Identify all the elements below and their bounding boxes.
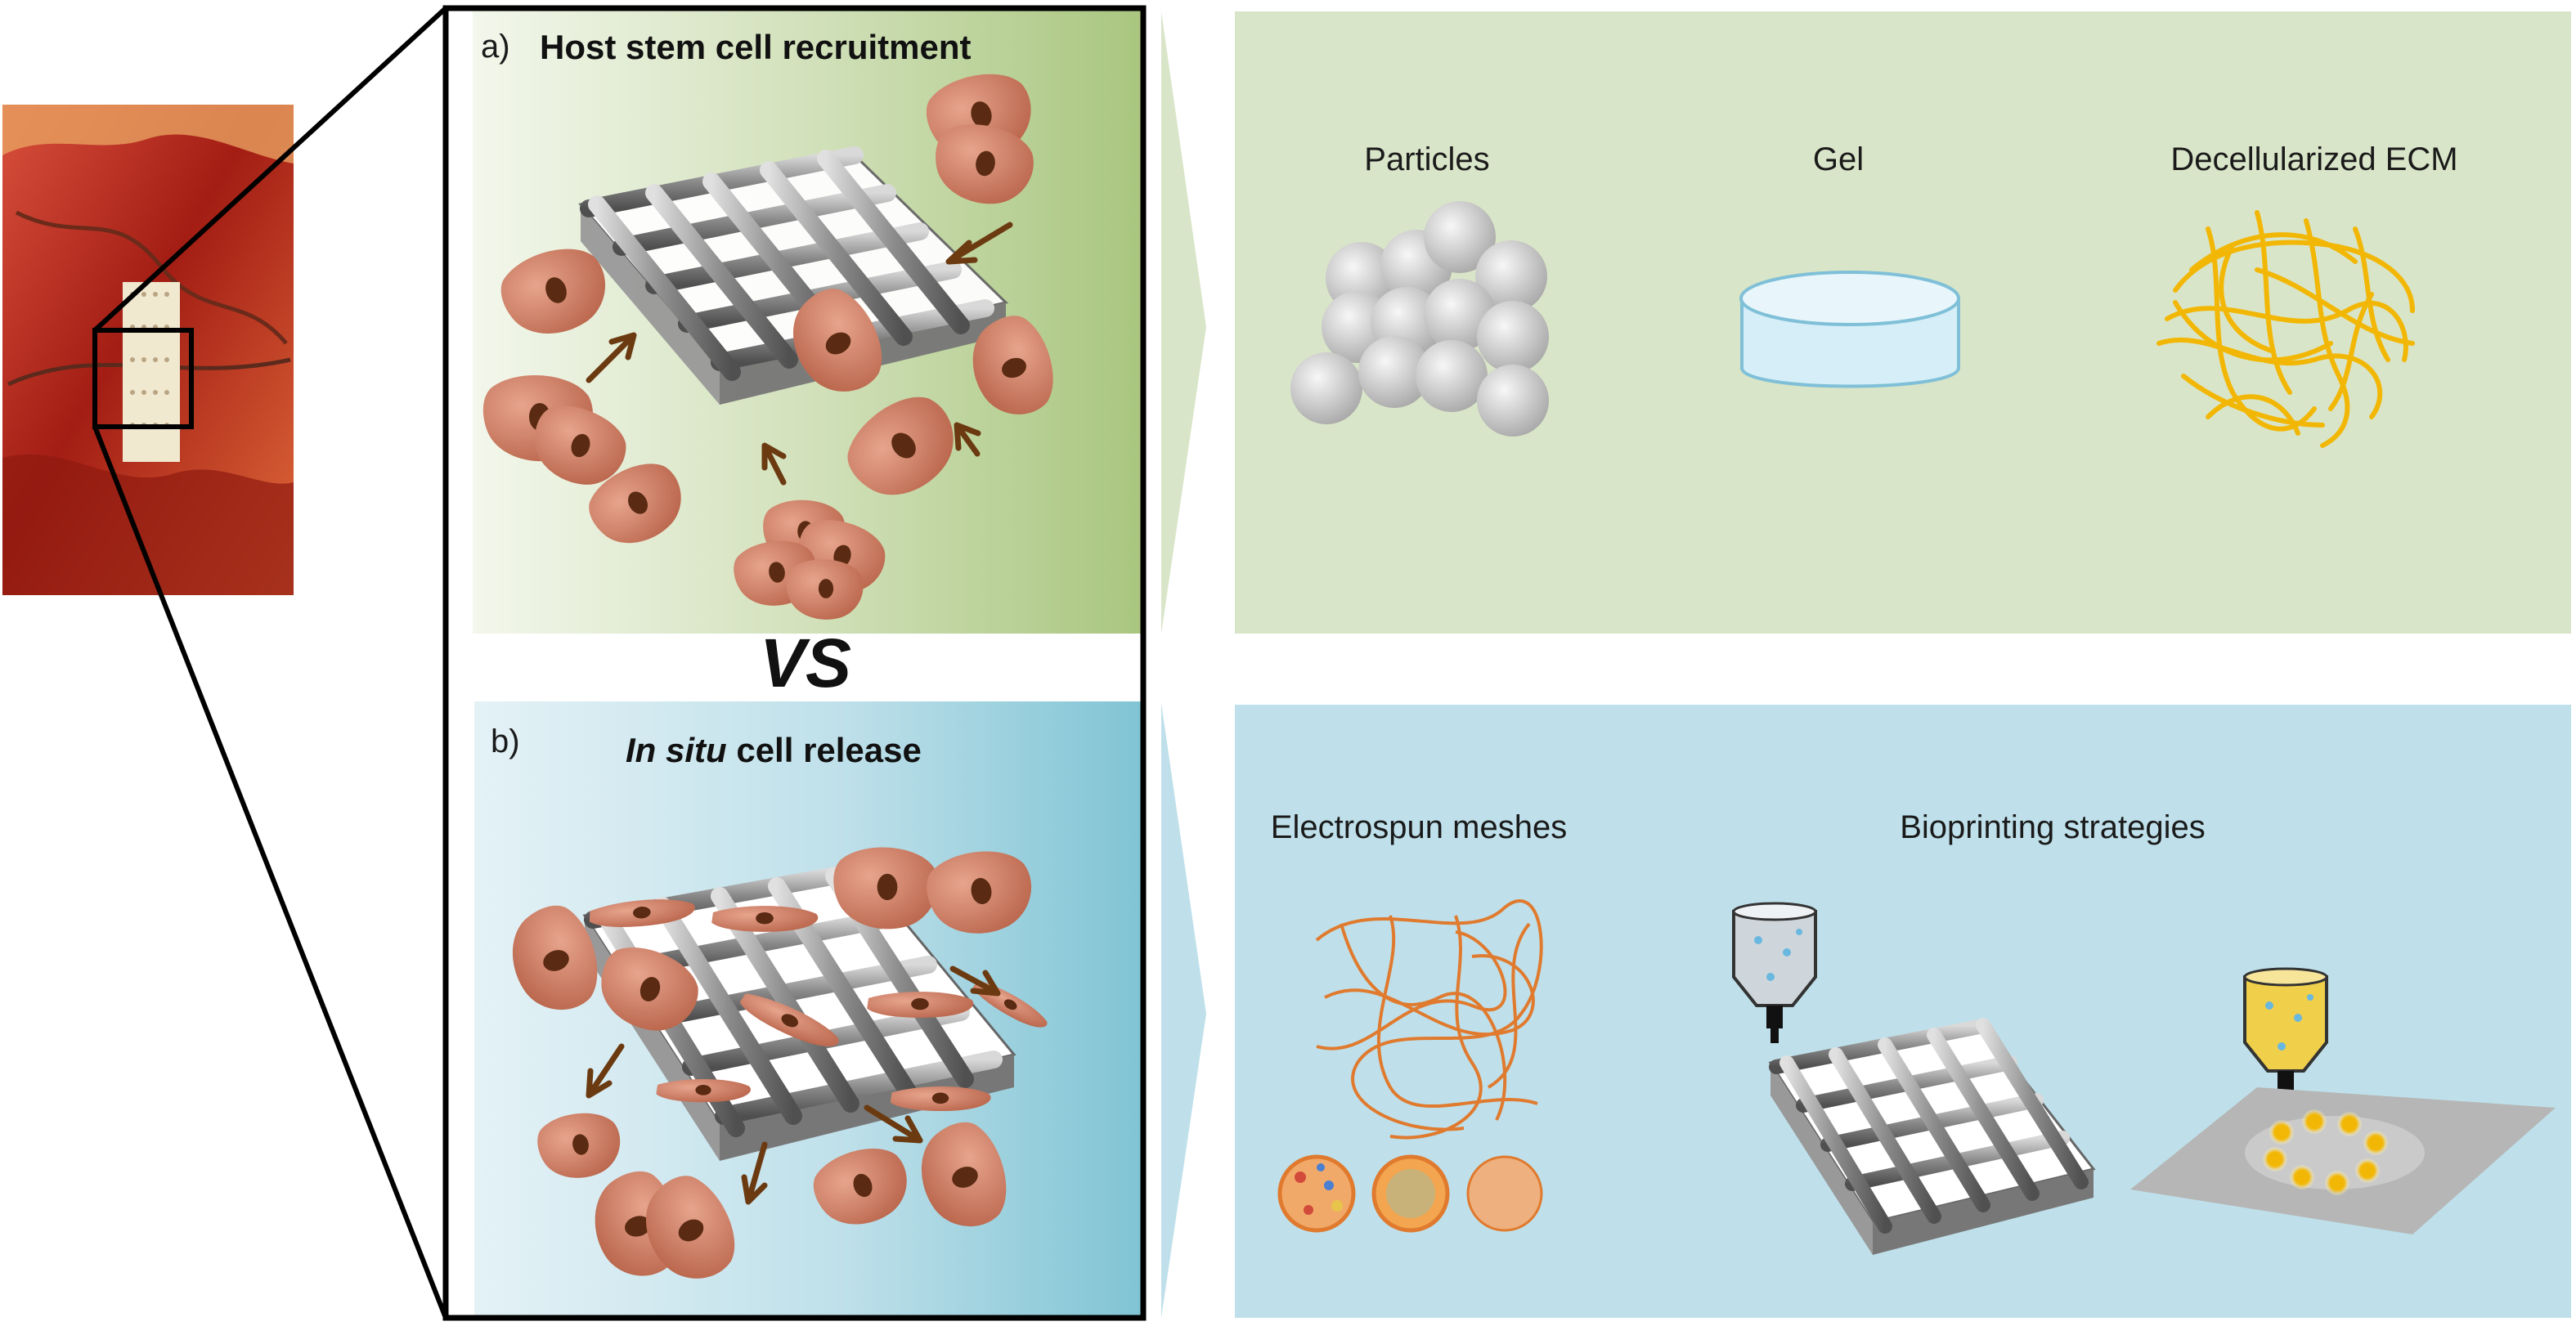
electrospun-mesh-icon [1315, 899, 1543, 1140]
versus-label: VS [760, 625, 851, 701]
scaffold-a [578, 146, 1009, 405]
panel-b-title: In situ cell release [626, 731, 922, 769]
panel-a: a) Host stem cell recruitment [473, 8, 2571, 634]
implant-scaffold [123, 282, 180, 462]
printed-scaffold [1768, 1018, 2096, 1255]
item-decellularized-ecm-label: Decellularized ECM [2170, 141, 2457, 177]
panel-a-letter: a) [481, 29, 510, 65]
item-bioprinting-strategies-label: Bioprinting strategies [1900, 809, 2206, 845]
gel-icon [1739, 271, 1960, 388]
decellularized-ecm-icon [2156, 210, 2415, 448]
connector-arrow-b [1161, 703, 1206, 1318]
release-arrows-b [586, 965, 1001, 1205]
panel-b: b) In situ cell release [474, 701, 2571, 1318]
connector-arrow-a [1161, 11, 1206, 634]
printed-sheet [2130, 1087, 2556, 1234]
surgical-photo [2, 105, 294, 595]
bioprinting-syringe-2 [2243, 967, 2328, 1109]
panel-a-title: Host stem cell recruitment [540, 28, 972, 66]
particles-icon [1290, 201, 1549, 437]
core-shell-fiber-icons [1277, 1154, 1543, 1233]
bioprinting-syringe-1 [1732, 902, 1817, 1043]
panel-b-title-rest: cell release [727, 731, 922, 769]
comparison-frame [442, 5, 1147, 1321]
panel-b-letter: b) [491, 723, 520, 759]
panel-b-title-italic: In situ [626, 731, 727, 769]
migration-arrows-a [586, 222, 1013, 486]
item-electrospun-meshes-label: Electrospun meshes [1271, 809, 1567, 845]
zoom-region-box [92, 328, 194, 429]
item-particles-label: Particles [1364, 141, 1489, 177]
item-gel-label: Gel [1813, 141, 1864, 177]
zoom-lines [92, 6, 448, 1319]
